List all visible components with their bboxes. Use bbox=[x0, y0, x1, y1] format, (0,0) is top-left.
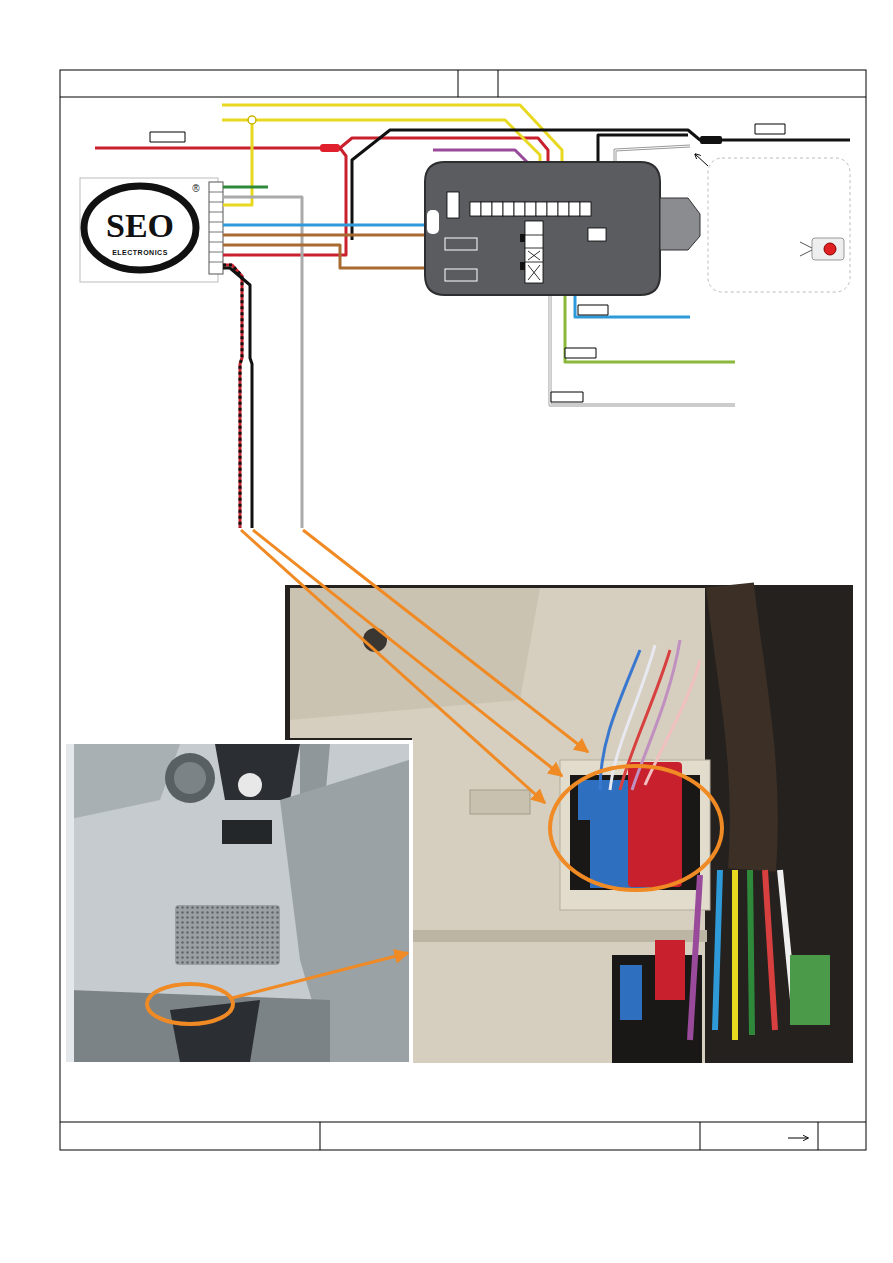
control-unit bbox=[80, 178, 223, 282]
remote-panel bbox=[708, 158, 850, 292]
dashboard-photo bbox=[62, 740, 413, 1066]
wires bbox=[95, 105, 850, 528]
drawing-frame bbox=[60, 70, 866, 1150]
wiring-module bbox=[425, 162, 700, 295]
logo-subtext: ELECTRONICS bbox=[112, 249, 168, 256]
trademark-sign: ® bbox=[192, 184, 199, 194]
logo-box: SEO ® ELECTRONICS bbox=[82, 180, 208, 280]
leader-arrows bbox=[232, 530, 588, 998]
logo-text: SEO bbox=[106, 209, 174, 243]
